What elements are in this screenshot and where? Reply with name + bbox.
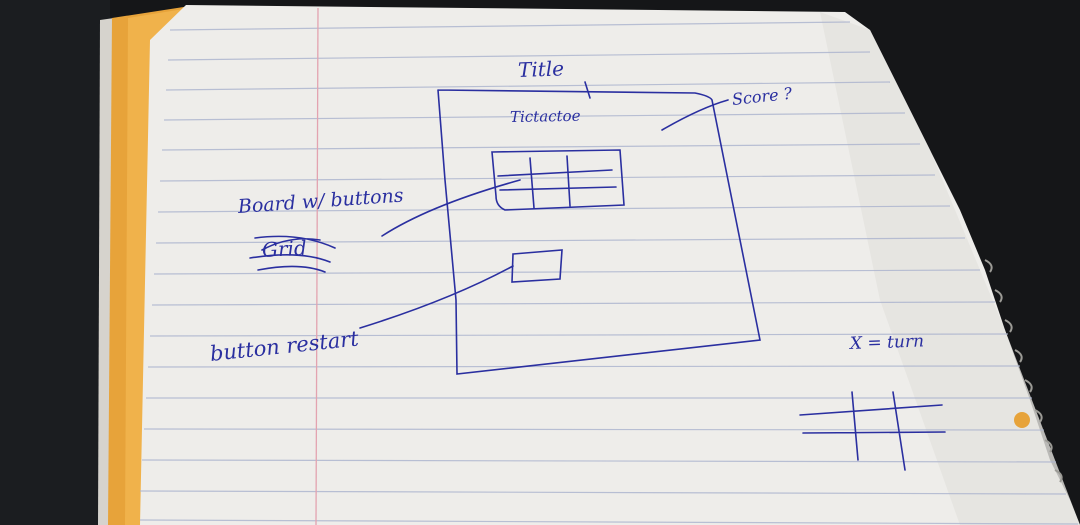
crossed-word: Grid xyxy=(261,235,308,262)
notebook-page xyxy=(140,5,1080,525)
spiral-binding xyxy=(984,259,1063,483)
ring-clip xyxy=(1014,412,1030,428)
window-outline-sketch xyxy=(437,89,761,375)
restart-button-sketch xyxy=(511,249,563,283)
title-note: Title xyxy=(517,56,565,82)
margin-line xyxy=(315,7,319,525)
window-title-note: Tictactoe xyxy=(509,106,581,126)
turn-note: X = turn xyxy=(849,331,925,354)
board-sketch xyxy=(491,149,625,211)
turn-grid-sketch xyxy=(799,391,946,471)
sketch-lines xyxy=(249,81,946,471)
ruled-lines xyxy=(139,21,1079,525)
